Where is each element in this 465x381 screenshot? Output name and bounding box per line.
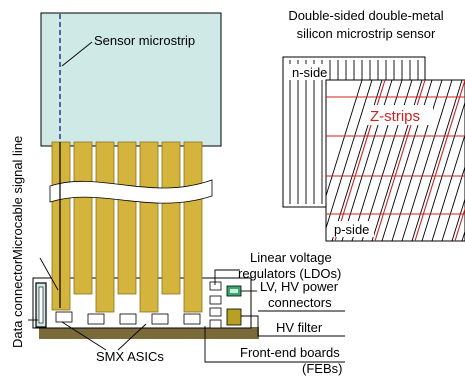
n-side-label-bg [287,64,327,80]
title-line2: silicon microstrip sensor [297,26,436,41]
asic-3 [119,313,137,325]
power-connector-pin [230,289,238,293]
ldo-label-line2: regulators (LDOs) [238,266,341,281]
asic-5 [183,313,201,325]
p-side-label-bg [330,221,374,237]
cable-break [49,179,213,204]
ldo-2 [209,295,222,305]
p-side-panel: Z-strips p-side [325,79,465,242]
power-label-line1: LV, HV power [260,279,339,294]
title-line1: Double-sided double-metal [288,8,443,23]
feb-label-line1: Front-end boards [240,345,340,360]
n-side-label: n-side [292,65,327,80]
z-strips-label-bg [365,105,433,125]
asic-2 [87,313,105,325]
feb-label-line2: (FEBs) [302,361,342,376]
ldo-3 [209,307,222,317]
ldo-4 [209,319,222,329]
data-connector-inner [38,286,44,324]
z-strips-label: Z-strips [370,108,420,125]
hv-filter [226,308,242,326]
power-label-line2: connectors [268,295,332,310]
ldo-label-line1: Linear voltage [250,250,332,265]
microcables [51,141,203,313]
asic-1 [55,311,73,323]
p-side-label: p-side [334,222,369,237]
feb-pointer [204,326,345,363]
ldo-pointer [214,269,240,285]
ldo-1 [209,281,222,291]
microcable-5 [139,141,159,313]
microcable-4 [117,141,137,295]
asic-4 [151,313,169,325]
sensor-body [40,12,222,147]
hv-filter-label: HV filter [276,320,323,335]
microcable-3 [95,141,115,313]
feb-shadow [39,327,259,339]
smx-pointer-2 [117,323,147,351]
microcable-7 [183,141,203,313]
sensor-microstrip-label: Sensor microstrip [94,33,195,48]
microcable-2 [73,141,93,295]
microcable-6 [161,141,181,295]
hv-filter-pointer [241,315,345,337]
smx-pointer-1 [61,321,107,351]
sensor-microstrip-pointer [61,41,93,67]
data-connector-label: Data connector [10,259,25,348]
microcable-signal-pointer [39,257,59,291]
microcable-signal-label: Microcable signal line [10,136,25,260]
smx-asics [55,311,201,325]
smx-asics-label: SMX ASICs [96,349,164,364]
